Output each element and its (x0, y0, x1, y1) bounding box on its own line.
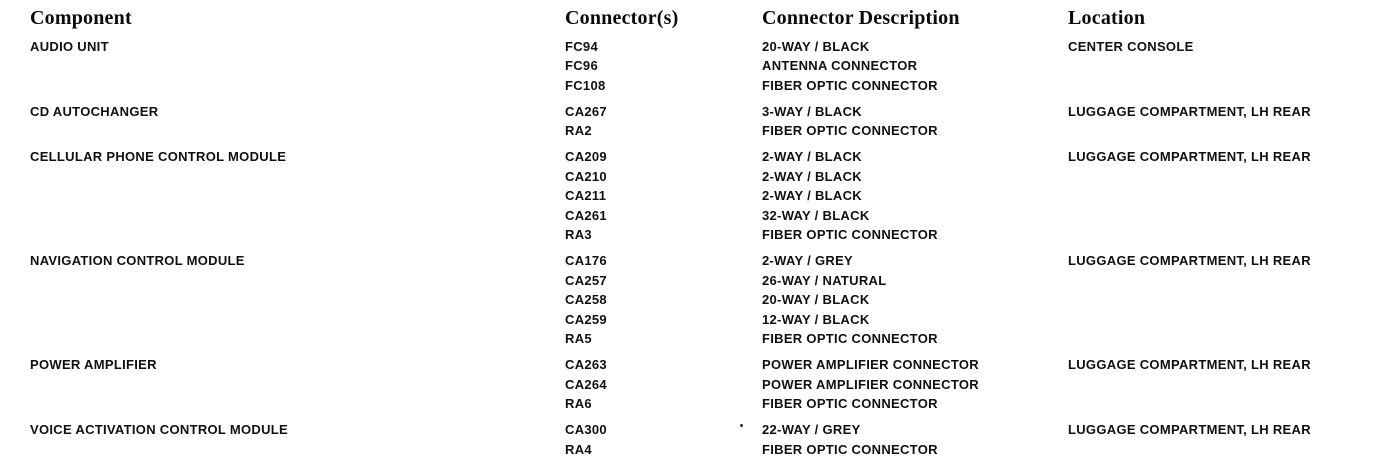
connector-id: CA258 (565, 292, 607, 307)
connector-id-list: CA209 CA210 CA211 CA261 RA3 (565, 147, 762, 245)
connector-id-list: CA263 CA264 RA6 (565, 355, 762, 414)
component-location: LUGGAGE COMPARTMENT, LH REAR (1068, 103, 1311, 119)
component-location: LUGGAGE COMPARTMENT, LH REAR (1068, 422, 1311, 437)
connector-description: ANTENNA CONNECTOR (762, 58, 918, 73)
connector-id: CA263 (565, 357, 607, 372)
connector-id: RA2 (565, 123, 592, 138)
connector-description: 2-WAY / GREY (762, 253, 854, 268)
header-connector-description: Connector Description (762, 7, 960, 29)
connector-id: RA3 (565, 227, 592, 242)
connector-description-list: 2-WAY / BLACK 2-WAY / BLACK 2-WAY / BLAC… (762, 147, 1068, 245)
connector-id: FC108 (565, 77, 606, 93)
connector-id: CA257 (565, 272, 607, 288)
connector-description: FIBER OPTIC CONNECTOR (762, 396, 938, 411)
connector-description: FIBER OPTIC CONNECTOR (762, 123, 938, 138)
connector-description: 26-WAY / NATURAL (762, 272, 887, 288)
header-connectors: Connector(s) (565, 7, 679, 29)
connector-description-list: 3-WAY / BLACK FIBER OPTIC CONNECTOR (762, 102, 1068, 141)
connector-description-list: 20-WAY / BLACK ANTENNA CONNECTOR FIBER O… (762, 37, 1068, 96)
connector-description: 2-WAY / BLACK (762, 168, 862, 184)
connector-description: 2-WAY / BLACK (762, 149, 862, 164)
connector-description: POWER AMPLIFIER CONNECTOR (762, 357, 979, 372)
connector-id: FC96 (565, 58, 598, 73)
component-name: CELLULAR PHONE CONTROL MODULE (30, 149, 287, 164)
connector-description: FIBER OPTIC CONNECTOR (762, 77, 938, 93)
connector-description: POWER AMPLIFIER CONNECTOR (762, 376, 979, 392)
connector-description: 12-WAY / BLACK (762, 311, 870, 327)
component-location: CENTER CONSOLE (1068, 38, 1194, 54)
connector-id: CA300 (565, 422, 607, 437)
connector-id: CA261 (565, 207, 607, 223)
connector-id: CA176 (565, 253, 607, 268)
table-header-row: Component Connector(s) Connector Descrip… (30, 6, 1392, 30)
connector-description: 2-WAY / BLACK (762, 188, 862, 203)
component-name: CD AUTOCHANGER (30, 103, 159, 119)
component-name: VOICE ACTIVATION CONTROL MODULE (30, 422, 288, 437)
connector-id-list: CA300 RA4 (565, 420, 762, 459)
connector-description: FIBER OPTIC CONNECTOR (762, 441, 938, 457)
connector-id: CA211 (565, 188, 607, 203)
component-row-navigation-control-module: NAVIGATION CONTROL MODULE CA176 CA257 CA… (30, 251, 1392, 349)
connector-id: CA209 (565, 149, 607, 164)
connector-id-list: CA267 RA2 (565, 102, 762, 141)
component-row-audio-unit: AUDIO UNIT FC94 FC96 FC108 20-WAY / BLAC… (30, 37, 1392, 96)
connector-description: FIBER OPTIC CONNECTOR (762, 227, 938, 242)
connector-id-list: FC94 FC96 FC108 (565, 37, 762, 96)
connector-id: CA267 (565, 103, 607, 119)
connector-description: 20-WAY / BLACK (762, 292, 870, 307)
component-location: LUGGAGE COMPARTMENT, LH REAR (1068, 253, 1311, 268)
header-location: Location (1068, 7, 1146, 29)
connector-id: RA5 (565, 331, 592, 346)
connector-id: CA264 (565, 376, 607, 392)
connector-id: RA4 (565, 441, 592, 457)
connector-description: 22-WAY / GREY (762, 422, 861, 437)
scan-artifact-dot (740, 424, 743, 427)
component-name: POWER AMPLIFIER (30, 357, 157, 372)
connector-description: 32-WAY / BLACK (762, 207, 870, 223)
connector-id-list: CA176 CA257 CA258 CA259 RA5 (565, 251, 762, 349)
component-name: AUDIO UNIT (30, 38, 109, 54)
component-row-cellular-phone-control-module: CELLULAR PHONE CONTROL MODULE CA209 CA21… (30, 147, 1392, 245)
connector-id: CA259 (565, 311, 607, 327)
connector-id: FC94 (565, 38, 598, 54)
component-row-voice-activation-control-module: VOICE ACTIVATION CONTROL MODULE CA300 RA… (30, 420, 1392, 459)
connector-description-list: 2-WAY / GREY 26-WAY / NATURAL 20-WAY / B… (762, 251, 1068, 349)
component-name: NAVIGATION CONTROL MODULE (30, 253, 245, 268)
connector-description: 20-WAY / BLACK (762, 38, 870, 54)
connector-description-list: POWER AMPLIFIER CONNECTOR POWER AMPLIFIE… (762, 355, 1068, 414)
component-location: LUGGAGE COMPARTMENT, LH REAR (1068, 149, 1311, 164)
connector-description: 3-WAY / BLACK (762, 103, 862, 119)
connector-description-list: 22-WAY / GREY FIBER OPTIC CONNECTOR (762, 420, 1068, 459)
connector-description: FIBER OPTIC CONNECTOR (762, 331, 938, 346)
header-component: Component (30, 7, 132, 29)
component-location: LUGGAGE COMPARTMENT, LH REAR (1068, 357, 1311, 372)
component-row-power-amplifier: POWER AMPLIFIER CA263 CA264 RA6 POWER AM… (30, 355, 1392, 414)
component-row-cd-autochanger: CD AUTOCHANGER CA267 RA2 3-WAY / BLACK F… (30, 102, 1392, 141)
connector-id: CA210 (565, 168, 607, 184)
connector-id: RA6 (565, 396, 592, 411)
